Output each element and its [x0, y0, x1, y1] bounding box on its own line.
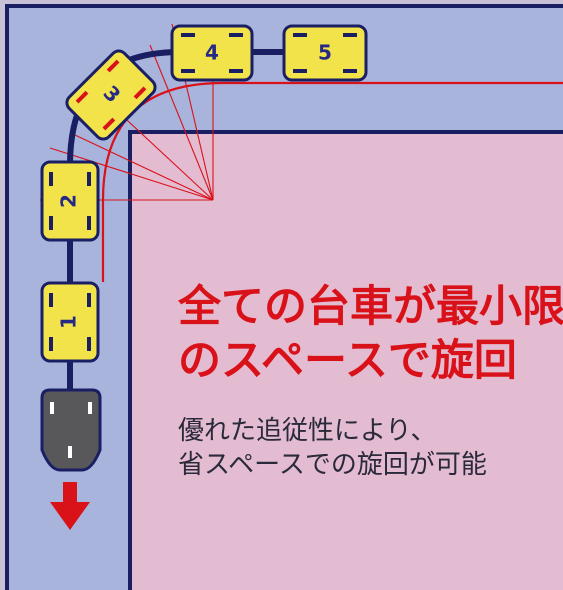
- headline-line-2: のスペースで旋回: [178, 336, 517, 386]
- motor-unit: [40, 388, 102, 472]
- cart-number: 2: [57, 194, 81, 208]
- subtext-line-1: 優れた追従性により、: [178, 416, 437, 446]
- cart-3: 3: [65, 49, 157, 141]
- cart-number: 4: [205, 41, 219, 65]
- cart-1: 1: [40, 281, 100, 363]
- headline-line-1: 全ての台車が最小限: [178, 282, 563, 332]
- arrow-down-icon: [50, 482, 90, 530]
- cart-5: 5: [282, 24, 368, 82]
- cart-number: 5: [318, 41, 332, 65]
- inner-area: [128, 130, 563, 590]
- cart-4: 4: [170, 24, 254, 82]
- subtext-line-2: 省スペースでの旋回が可能: [178, 450, 487, 480]
- cart-number: 1: [57, 315, 81, 329]
- cart-2: 2: [40, 160, 100, 242]
